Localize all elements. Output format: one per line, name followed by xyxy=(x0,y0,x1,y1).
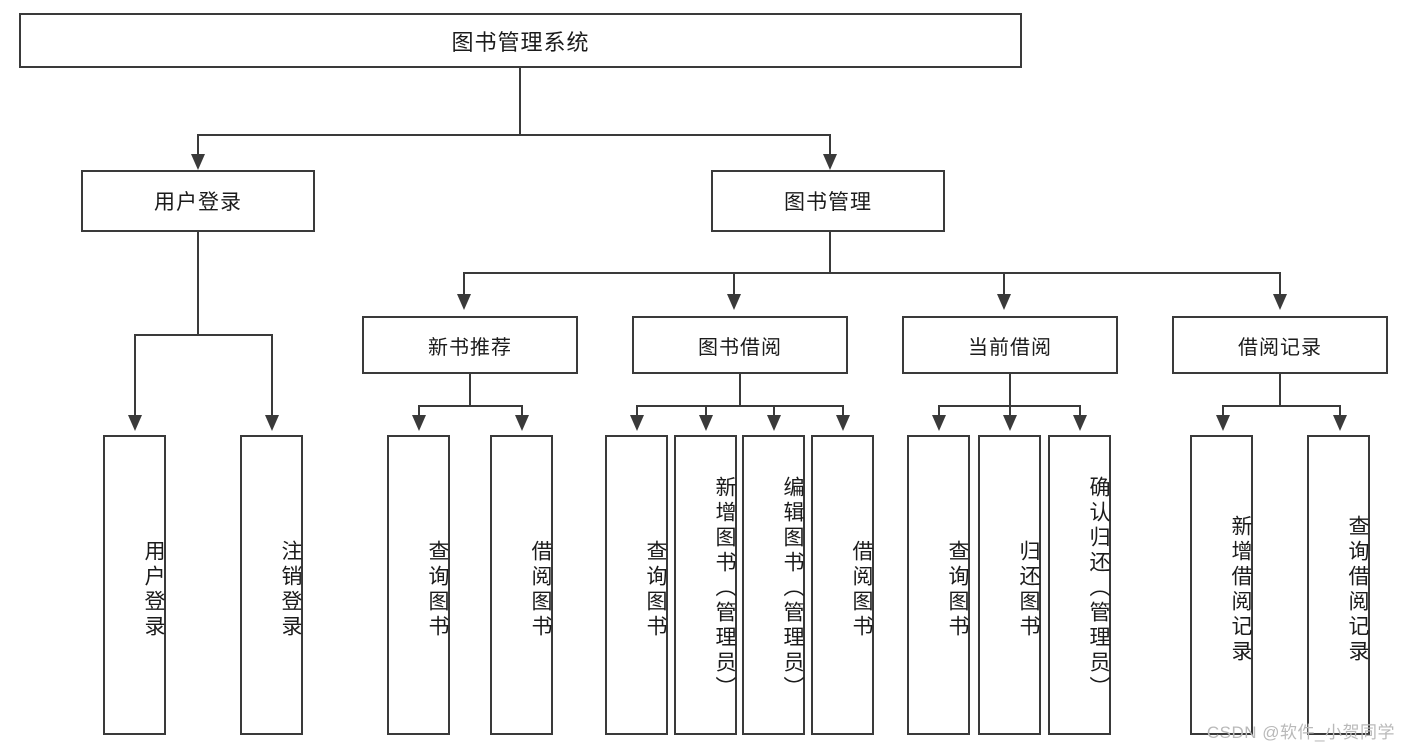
connector-book-borrow-stem xyxy=(739,374,741,407)
node-label: 用户登录 xyxy=(142,540,165,640)
connector-borrow-record-bus xyxy=(1222,405,1340,407)
node-label: 查询借阅记录 xyxy=(1346,515,1369,665)
node-root-book-management-system[interactable]: 图书管理系统 xyxy=(19,13,1022,68)
node-label: 注销登录 xyxy=(279,540,302,640)
node-user-login[interactable]: 用户登录 xyxy=(81,170,315,232)
arrowhead-user-login-to-leaf-1 xyxy=(128,415,142,431)
node-label: 新增图书（管理员） xyxy=(713,475,736,701)
connector-bm-to-new-book xyxy=(463,272,465,298)
connector-new-book-to-leaf-2 xyxy=(521,405,523,419)
connector-user-login-bus xyxy=(134,334,271,336)
arrowhead-bm-to-borrow-record xyxy=(1273,294,1287,310)
node-label: 图书管理系统 xyxy=(451,29,590,55)
node-new-book-recommend[interactable]: 新书推荐 xyxy=(362,316,578,374)
connector-book-management-bus xyxy=(463,272,1280,274)
arrowhead-book-borrow-to-leaf-1 xyxy=(630,415,644,431)
arrowhead-new-book-to-leaf-1 xyxy=(412,415,426,431)
connector-book-borrow-to-leaf-1 xyxy=(636,405,638,419)
node-label: 图书借阅 xyxy=(698,336,782,359)
connector-borrow-record-to-leaf-1 xyxy=(1222,405,1224,419)
arrowhead-new-book-to-leaf-2 xyxy=(515,415,529,431)
arrowhead-current-borrow-to-leaf-3 xyxy=(1073,415,1087,431)
leaf-query-book-borrow[interactable]: 查询图书 xyxy=(605,435,668,735)
connector-user-login-stem xyxy=(197,232,199,336)
node-label: 编辑图书（管理员） xyxy=(781,475,804,701)
node-current-borrow[interactable]: 当前借阅 xyxy=(902,316,1118,374)
arrowhead-borrow-record-to-leaf-1 xyxy=(1216,415,1230,431)
arrowhead-book-borrow-to-leaf-4 xyxy=(836,415,850,431)
connector-new-book-to-leaf-1 xyxy=(418,405,420,419)
connector-borrow-record-stem xyxy=(1279,374,1281,407)
leaf-user-login[interactable]: 用户登录 xyxy=(103,435,166,735)
connector-borrow-record-to-leaf-2 xyxy=(1339,405,1341,419)
node-book-borrow[interactable]: 图书借阅 xyxy=(632,316,848,374)
node-label: 新书推荐 xyxy=(428,336,512,359)
leaf-add-book-admin[interactable]: 新增图书（管理员） xyxy=(674,435,737,735)
arrowhead-borrow-record-to-leaf-2 xyxy=(1333,415,1347,431)
connector-book-borrow-bus xyxy=(636,405,844,407)
connector-bm-to-book-borrow xyxy=(733,272,735,298)
connector-book-management-stem xyxy=(829,232,831,274)
leaf-borrow-book[interactable]: 借阅图书 xyxy=(811,435,874,735)
node-borrow-record[interactable]: 借阅记录 xyxy=(1172,316,1388,374)
arrowhead-root-to-book-management xyxy=(823,154,837,170)
arrowhead-book-borrow-to-leaf-2 xyxy=(699,415,713,431)
arrowhead-root-to-user-login xyxy=(191,154,205,170)
connector-user-login-to-leaf-2 xyxy=(271,334,273,419)
connector-new-book-bus xyxy=(418,405,521,407)
arrowhead-current-borrow-to-leaf-2 xyxy=(1003,415,1017,431)
node-book-management[interactable]: 图书管理 xyxy=(711,170,945,232)
connector-root-bus xyxy=(197,134,831,136)
connector-book-borrow-to-leaf-3 xyxy=(773,405,775,419)
connector-user-login-to-leaf-1 xyxy=(134,334,136,419)
connector-bm-to-current-borrow xyxy=(1003,272,1005,298)
leaf-edit-book-admin[interactable]: 编辑图书（管理员） xyxy=(742,435,805,735)
leaf-add-borrow-record[interactable]: 新增借阅记录 xyxy=(1190,435,1253,735)
arrowhead-bm-to-current-borrow xyxy=(997,294,1011,310)
node-label: 查询图书 xyxy=(946,540,969,640)
arrowhead-book-borrow-to-leaf-3 xyxy=(767,415,781,431)
leaf-query-book-current[interactable]: 查询图书 xyxy=(907,435,970,735)
node-label: 新增借阅记录 xyxy=(1229,515,1252,665)
node-label: 查询图书 xyxy=(426,540,449,640)
connector-new-book-stem xyxy=(469,374,471,407)
connector-root-to-book-management xyxy=(829,134,831,158)
arrowhead-bm-to-new-book xyxy=(457,294,471,310)
connector-current-borrow-to-leaf-2 xyxy=(1009,405,1011,419)
node-label: 确认归还（管理员） xyxy=(1087,475,1110,701)
connector-current-borrow-to-leaf-3 xyxy=(1079,405,1081,419)
arrowhead-user-login-to-leaf-2 xyxy=(265,415,279,431)
leaf-logout-login[interactable]: 注销登录 xyxy=(240,435,303,735)
node-label: 借阅图书 xyxy=(529,540,552,640)
leaf-return-book[interactable]: 归还图书 xyxy=(978,435,1041,735)
node-label: 用户登录 xyxy=(154,191,242,214)
arrowhead-bm-to-book-borrow xyxy=(727,294,741,310)
arrowhead-current-borrow-to-leaf-1 xyxy=(932,415,946,431)
connector-current-borrow-stem xyxy=(1009,374,1011,407)
connector-bm-to-borrow-record xyxy=(1279,272,1281,298)
node-label: 查询图书 xyxy=(644,540,667,640)
node-label: 图书管理 xyxy=(784,191,872,214)
node-label: 归还图书 xyxy=(1017,540,1040,640)
leaf-borrow-book-new[interactable]: 借阅图书 xyxy=(490,435,553,735)
connector-root-stem xyxy=(519,68,521,136)
node-label: 当前借阅 xyxy=(968,336,1052,359)
connector-book-borrow-to-leaf-4 xyxy=(842,405,844,419)
leaf-confirm-return-admin[interactable]: 确认归还（管理员） xyxy=(1048,435,1111,735)
connector-book-borrow-to-leaf-2 xyxy=(705,405,707,419)
node-label: 借阅记录 xyxy=(1238,336,1322,359)
leaf-query-borrow-record[interactable]: 查询借阅记录 xyxy=(1307,435,1370,735)
connector-root-to-user-login xyxy=(197,134,199,158)
connector-current-borrow-to-leaf-1 xyxy=(938,405,940,419)
leaf-query-book-new[interactable]: 查询图书 xyxy=(387,435,450,735)
node-label: 借阅图书 xyxy=(850,540,873,640)
